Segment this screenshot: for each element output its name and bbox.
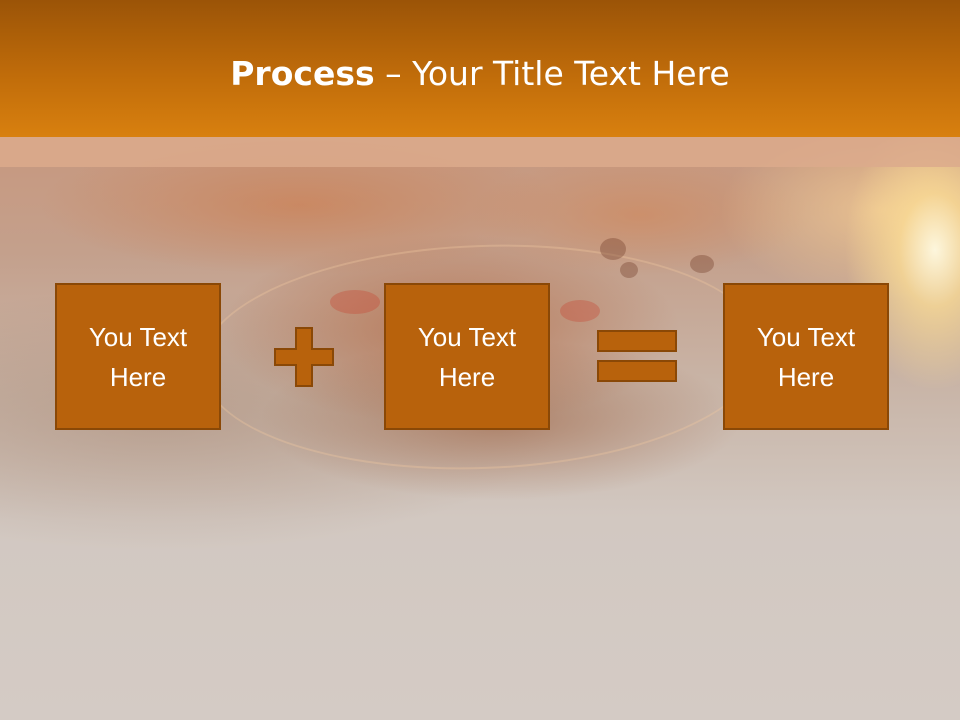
slide-title: Process – Your Title Text Here: [0, 52, 960, 96]
process-box-2-text: You Text Here: [417, 321, 517, 392]
plus-icon: [274, 327, 334, 387]
title-band: [0, 0, 960, 137]
process-box-2: You Text Here: [384, 283, 550, 430]
process-box-1-text: You Text Here: [88, 321, 188, 392]
background-olive: [690, 255, 714, 273]
background-tomato: [560, 300, 600, 322]
background-olive: [620, 262, 638, 278]
process-box-3-text: You Text Here: [756, 321, 856, 392]
slide-title-bold: Process: [230, 54, 375, 93]
background-tomato: [330, 290, 380, 314]
process-box-3: You Text Here: [723, 283, 889, 430]
slide-title-rest: – Your Title Text Here: [374, 54, 730, 93]
process-box-1: You Text Here: [55, 283, 221, 430]
title-accent-strip: [0, 137, 960, 167]
background-olive: [600, 238, 626, 260]
equals-icon: [597, 330, 677, 382]
